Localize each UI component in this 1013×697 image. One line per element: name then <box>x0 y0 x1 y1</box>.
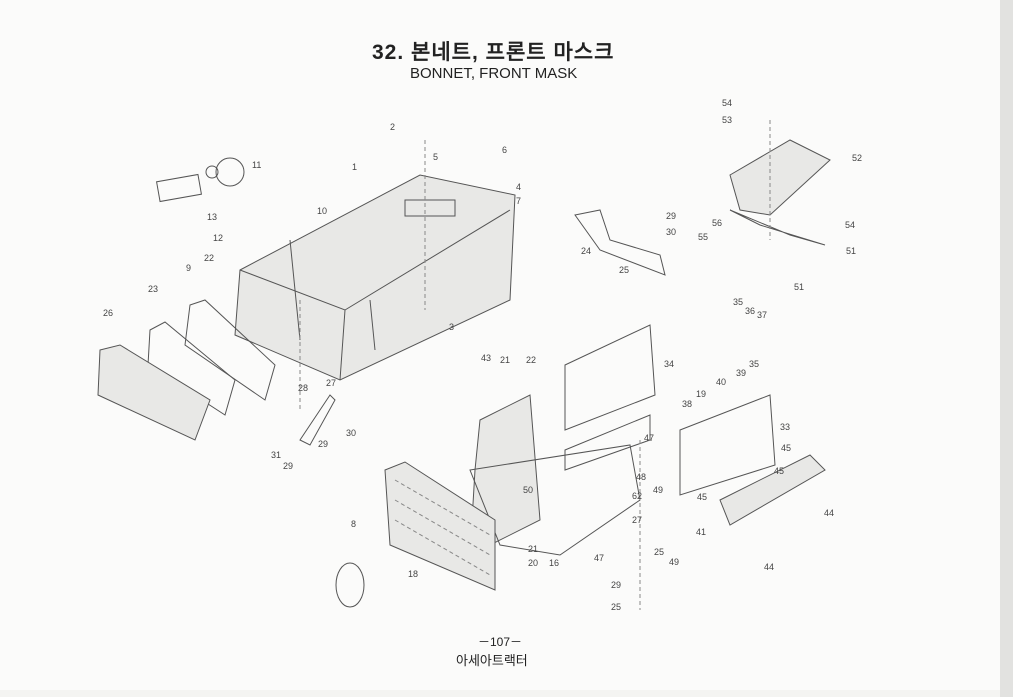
page-number: －107－ <box>478 635 523 649</box>
callout: 49 <box>669 557 680 567</box>
callout: 41 <box>696 527 707 537</box>
callout: 51 <box>794 282 805 292</box>
callout: 54 <box>845 220 856 230</box>
bracket-assembly <box>574 139 831 276</box>
callout: 55 <box>698 232 709 242</box>
callout: 1 <box>352 162 358 172</box>
callout: 4 <box>516 182 522 192</box>
callout: 45 <box>781 443 792 453</box>
callout: 25 <box>654 547 665 557</box>
callout: 48 <box>636 472 647 482</box>
callout: 33 <box>780 422 791 432</box>
callout: 47 <box>644 433 655 443</box>
callout: 53 <box>722 115 733 125</box>
callout: 24 <box>581 246 592 256</box>
callout: 39 <box>736 368 747 378</box>
callout: 16 <box>549 558 560 568</box>
callout: 45 <box>697 492 708 502</box>
callout: 20 <box>528 558 539 568</box>
callout: 2 <box>390 122 396 132</box>
callout: 36 <box>745 306 756 316</box>
brand-footer: 아세아트랙터 <box>456 653 528 668</box>
front-mask <box>384 394 641 591</box>
callout: 9 <box>186 263 192 273</box>
callout: 40 <box>716 377 727 387</box>
callout: 10 <box>317 206 328 216</box>
page-title-korean: 32. 본네트, 프론트 마스크 <box>372 41 615 64</box>
callout: 35 <box>749 359 760 369</box>
callout: 54 <box>722 98 733 108</box>
callout: 43 <box>481 353 492 363</box>
callout: 28 <box>298 383 309 393</box>
callout: 49 <box>653 485 664 495</box>
callout: 19 <box>696 389 707 399</box>
lamp-frames <box>97 299 276 441</box>
callout: 26 <box>103 308 114 318</box>
callout: 11 <box>252 160 262 170</box>
callout: 35 <box>733 297 744 307</box>
callout: 56 <box>712 218 723 228</box>
callout: 6 <box>502 145 508 155</box>
callout: 50 <box>523 485 534 495</box>
callout: 25 <box>611 602 622 612</box>
callout: 21 <box>528 544 539 554</box>
callout: 30 <box>346 428 357 438</box>
callout: 27 <box>326 378 337 388</box>
callout: 29 <box>318 439 329 449</box>
callout: 18 <box>408 569 419 579</box>
callout: 12 <box>213 233 224 243</box>
stay-part <box>299 394 336 446</box>
callout: 27 <box>632 515 643 525</box>
callout: 38 <box>682 399 693 409</box>
callout: 13 <box>207 212 218 222</box>
callout: 22 <box>526 355 537 365</box>
callout: 62 <box>632 491 643 501</box>
callout: 25 <box>619 265 630 275</box>
callout: 51 <box>846 246 857 256</box>
callout: 34 <box>664 359 675 369</box>
callout: 23 <box>148 284 159 294</box>
scan-edge <box>1000 0 1013 697</box>
bonnet-part <box>234 174 516 381</box>
callout: 8 <box>351 519 357 529</box>
callout: 5 <box>433 152 439 162</box>
callout: 3 <box>449 322 455 332</box>
catalog-page <box>0 0 1000 690</box>
page-title-english: BONNET, FRONT MASK <box>410 65 578 82</box>
headlamp-parts <box>156 157 245 203</box>
callout: 29 <box>283 461 294 471</box>
callout: 7 <box>516 196 522 206</box>
lower-cover-part <box>719 454 826 526</box>
callout: 44 <box>824 508 835 518</box>
callout: 45 <box>774 466 785 476</box>
callout: 30 <box>666 227 677 237</box>
callout: 44 <box>764 562 775 572</box>
callout: 47 <box>594 553 605 563</box>
callout: 29 <box>611 580 622 590</box>
callout: 37 <box>757 310 768 320</box>
callout: 31 <box>271 450 282 460</box>
callout: 22 <box>204 253 215 263</box>
callout: 29 <box>666 211 677 221</box>
callout: 21 <box>500 355 511 365</box>
grille-panels <box>564 324 776 496</box>
callout: 52 <box>852 153 863 163</box>
horn-part <box>335 562 365 608</box>
